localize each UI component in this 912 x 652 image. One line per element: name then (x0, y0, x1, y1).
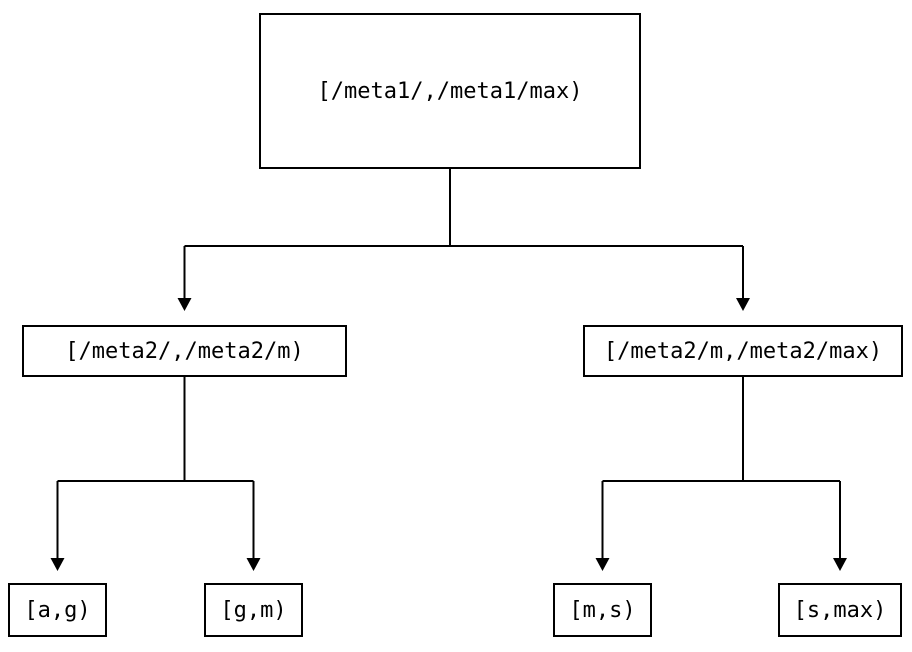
tree-node-meta1: [/meta1/,/meta1/max) (259, 13, 641, 169)
tree-node-meta1-label: [/meta1/,/meta1/max) (317, 78, 583, 104)
arrowhead-to-meta2-left (177, 298, 192, 311)
tree-node-region-ms-label: [m,s) (569, 597, 636, 623)
tree-node-region-ag-label: [a,g) (24, 597, 91, 623)
tree-node-region-gm-label: [g,m) (220, 597, 287, 623)
arrowhead-to-leaf-ms (595, 558, 610, 571)
tree-node-region-ms: [m,s) (553, 583, 652, 637)
tree-node-region-ag: [a,g) (8, 583, 107, 637)
tree-node-meta2-left-label: [/meta2/,/meta2/m) (65, 338, 304, 364)
arrowhead-to-leaf-smax (833, 558, 847, 571)
arrowhead-to-leaf-ag (50, 558, 65, 571)
arrowhead-to-meta2-right (736, 298, 750, 311)
tree-node-region-gm: [g,m) (204, 583, 303, 637)
tree-node-meta2-right: [/meta2/m,/meta2/max) (583, 325, 903, 377)
tree-node-meta2-left: [/meta2/,/meta2/m) (22, 325, 347, 377)
tree-node-region-smax: [s,max) (778, 583, 902, 637)
tree-node-region-smax-label: [s,max) (793, 597, 887, 623)
arrowhead-to-leaf-gm (246, 558, 261, 571)
tree-node-meta2-right-label: [/meta2/m,/meta2/max) (603, 338, 883, 364)
